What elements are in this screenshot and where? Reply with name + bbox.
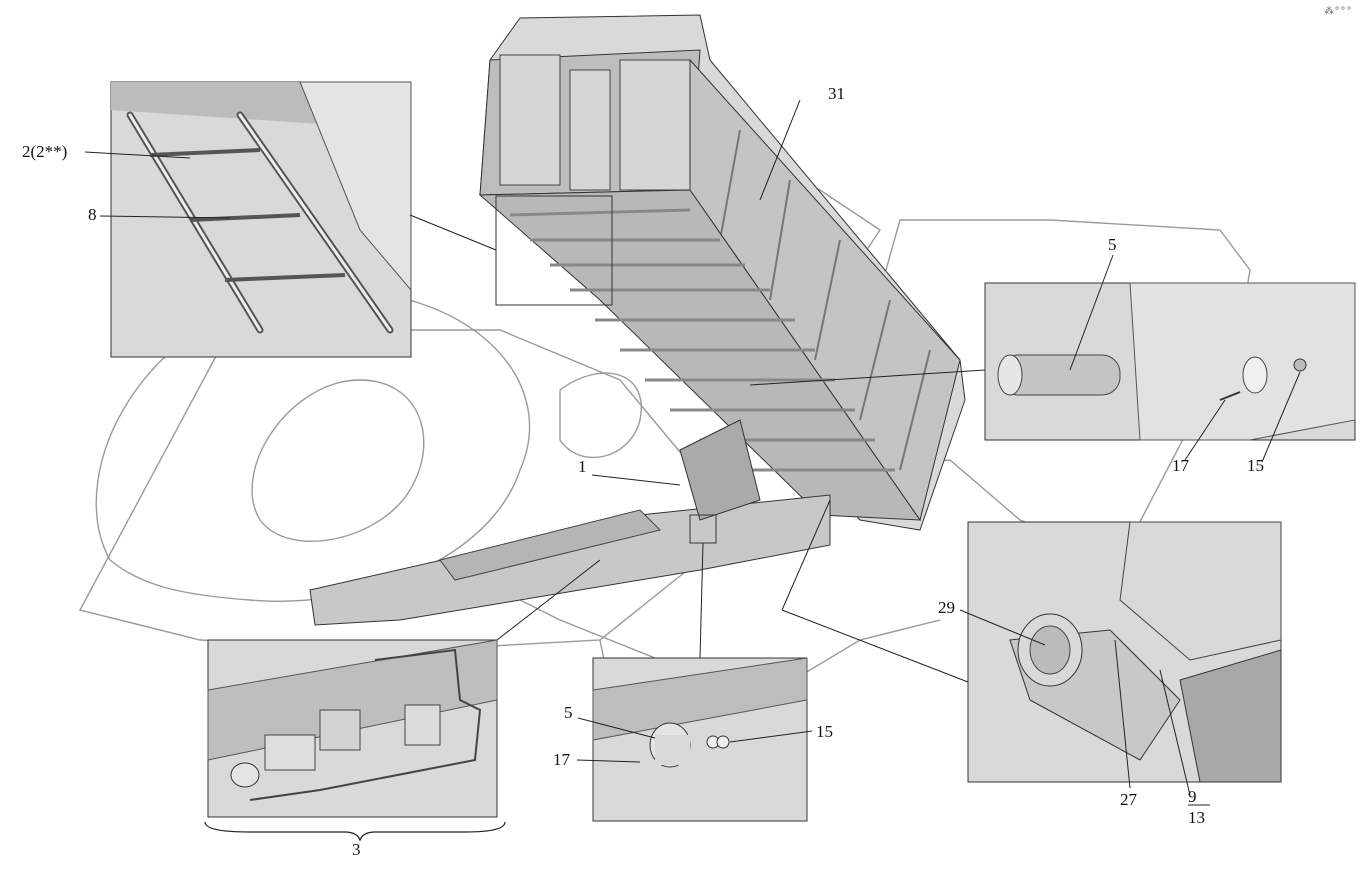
brace-3 — [204, 821, 506, 842]
label-15-top: 15 — [1247, 456, 1264, 475]
label-1: 1 — [578, 457, 587, 476]
dump-body — [478, 14, 966, 531]
label-17-top: 17 — [1172, 456, 1190, 475]
label-2: 2(2**) — [22, 142, 67, 161]
detail-ladder — [110, 81, 412, 358]
label-29: 29 — [938, 598, 955, 617]
label-9: 9 — [1188, 787, 1197, 806]
label-15-bottom: 15 — [816, 722, 833, 741]
corner-mark: ⁂°°° — [1323, 6, 1352, 17]
label-5-bottom: 5 — [564, 703, 573, 722]
label-3: 3 — [352, 840, 361, 859]
label-13: 13 — [1188, 808, 1205, 827]
chassis-frame — [309, 419, 831, 626]
detail-pivot — [967, 521, 1282, 783]
detail-valve-block — [207, 639, 498, 818]
detail-pin-top — [984, 282, 1356, 441]
leader-lines — [84, 99, 1301, 806]
ref-frame-ladder — [495, 195, 613, 306]
label-31: 31 — [828, 84, 845, 103]
label-8: 8 — [88, 205, 97, 224]
label-5-top: 5 — [1108, 235, 1117, 254]
detail-pin-bottom — [592, 657, 808, 822]
label-17-bottom: 17 — [553, 750, 571, 769]
label-27: 27 — [1120, 790, 1138, 809]
